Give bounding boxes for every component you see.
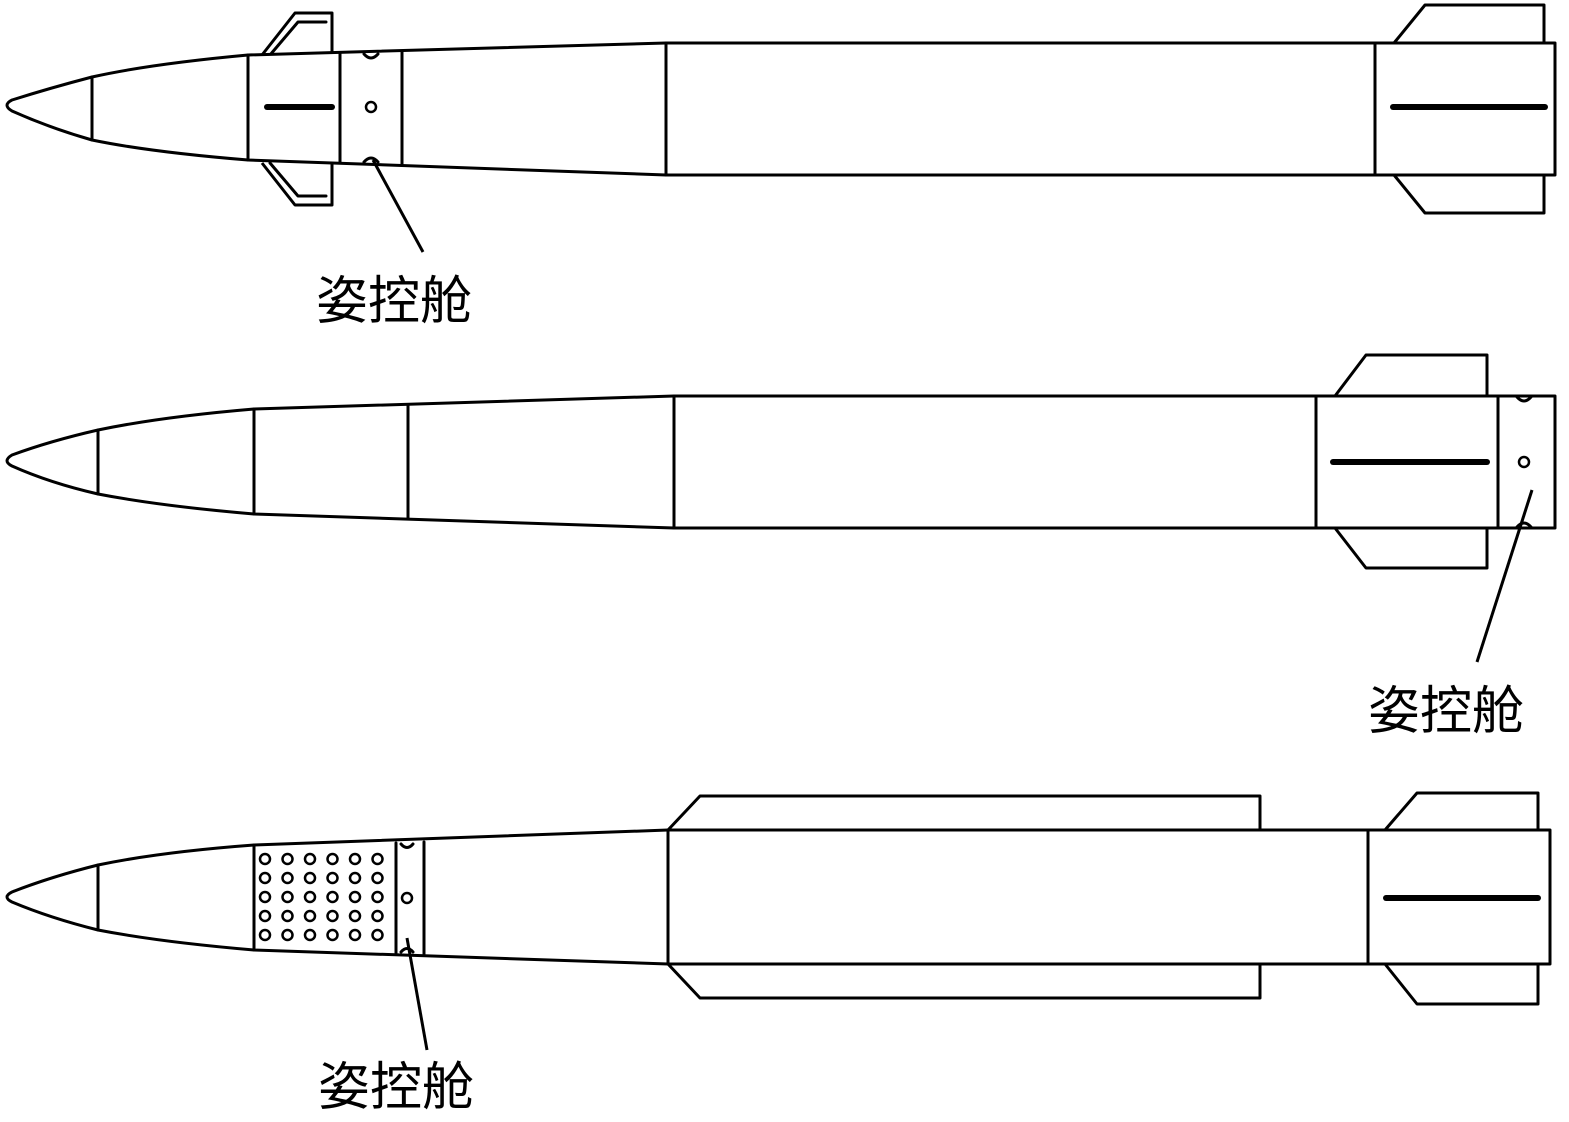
missile-3-thruster-hole — [400, 891, 414, 905]
thruster-hole — [348, 909, 362, 923]
missile-2-tail-fin-upper — [1333, 353, 1489, 397]
thruster-hole — [348, 871, 362, 885]
thruster-hole — [303, 928, 317, 942]
thruster-hole — [281, 852, 294, 866]
thruster-hole — [281, 928, 294, 942]
missile-3-body — [5, 828, 1552, 966]
label-attitude-control-bottom: 姿控舱 — [318, 1058, 475, 1118]
thruster-hole — [303, 890, 317, 904]
thruster-hole — [303, 852, 317, 866]
thruster-hole — [326, 852, 339, 866]
thruster-hole — [258, 871, 272, 885]
missile-2-tail-fin-lower — [1333, 527, 1489, 570]
missile-1-body — [5, 41, 1557, 177]
missile-2-thruster-hole — [1517, 455, 1531, 469]
missile-1-front-fin-lower — [260, 162, 334, 207]
missile-1-front-fin-upper — [260, 11, 334, 56]
missile-3-thruster-array — [258, 852, 384, 942]
missile-3-tail-fin-upper — [1383, 791, 1540, 831]
thruster-hole — [371, 890, 384, 904]
thruster-hole — [258, 928, 272, 942]
thruster-hole — [371, 852, 384, 866]
leader-line-top — [371, 159, 425, 253]
thruster-hole — [348, 890, 362, 904]
thruster-hole — [371, 909, 384, 923]
thruster-hole — [258, 890, 272, 904]
thruster-hole — [258, 909, 272, 923]
label-attitude-control-top: 姿控舱 — [316, 272, 473, 332]
thruster-hole — [303, 871, 317, 885]
thruster-hole — [348, 928, 362, 942]
leader-line-middle — [1475, 489, 1534, 663]
missile-2-body — [5, 394, 1557, 530]
thruster-hole — [371, 871, 384, 885]
thruster-hole — [326, 871, 339, 885]
thruster-hole — [258, 852, 272, 866]
missile-1-tail-fin-upper — [1392, 3, 1546, 44]
missile-1-tail-fin-lower — [1392, 174, 1546, 215]
thruster-hole — [326, 928, 339, 942]
thruster-hole — [281, 890, 294, 904]
leader-line-bottom — [405, 937, 429, 1051]
thruster-hole — [303, 909, 317, 923]
missile-1-thruster-hole — [364, 100, 378, 114]
missile-1 — [5, 3, 1557, 215]
thruster-hole — [348, 852, 362, 866]
thruster-hole — [281, 909, 294, 923]
thruster-hole — [326, 890, 339, 904]
missile-2 — [5, 353, 1557, 570]
missile-3 — [5, 791, 1552, 1006]
missile-3-tail-fin-lower — [1383, 963, 1540, 1006]
thruster-hole — [281, 871, 294, 885]
thruster-hole — [326, 909, 339, 923]
thruster-hole — [371, 928, 384, 942]
missile-3-strake-lower — [666, 962, 1262, 1000]
label-attitude-control-middle: 姿控舱 — [1368, 682, 1525, 742]
missile-3-strake-upper — [666, 794, 1262, 832]
